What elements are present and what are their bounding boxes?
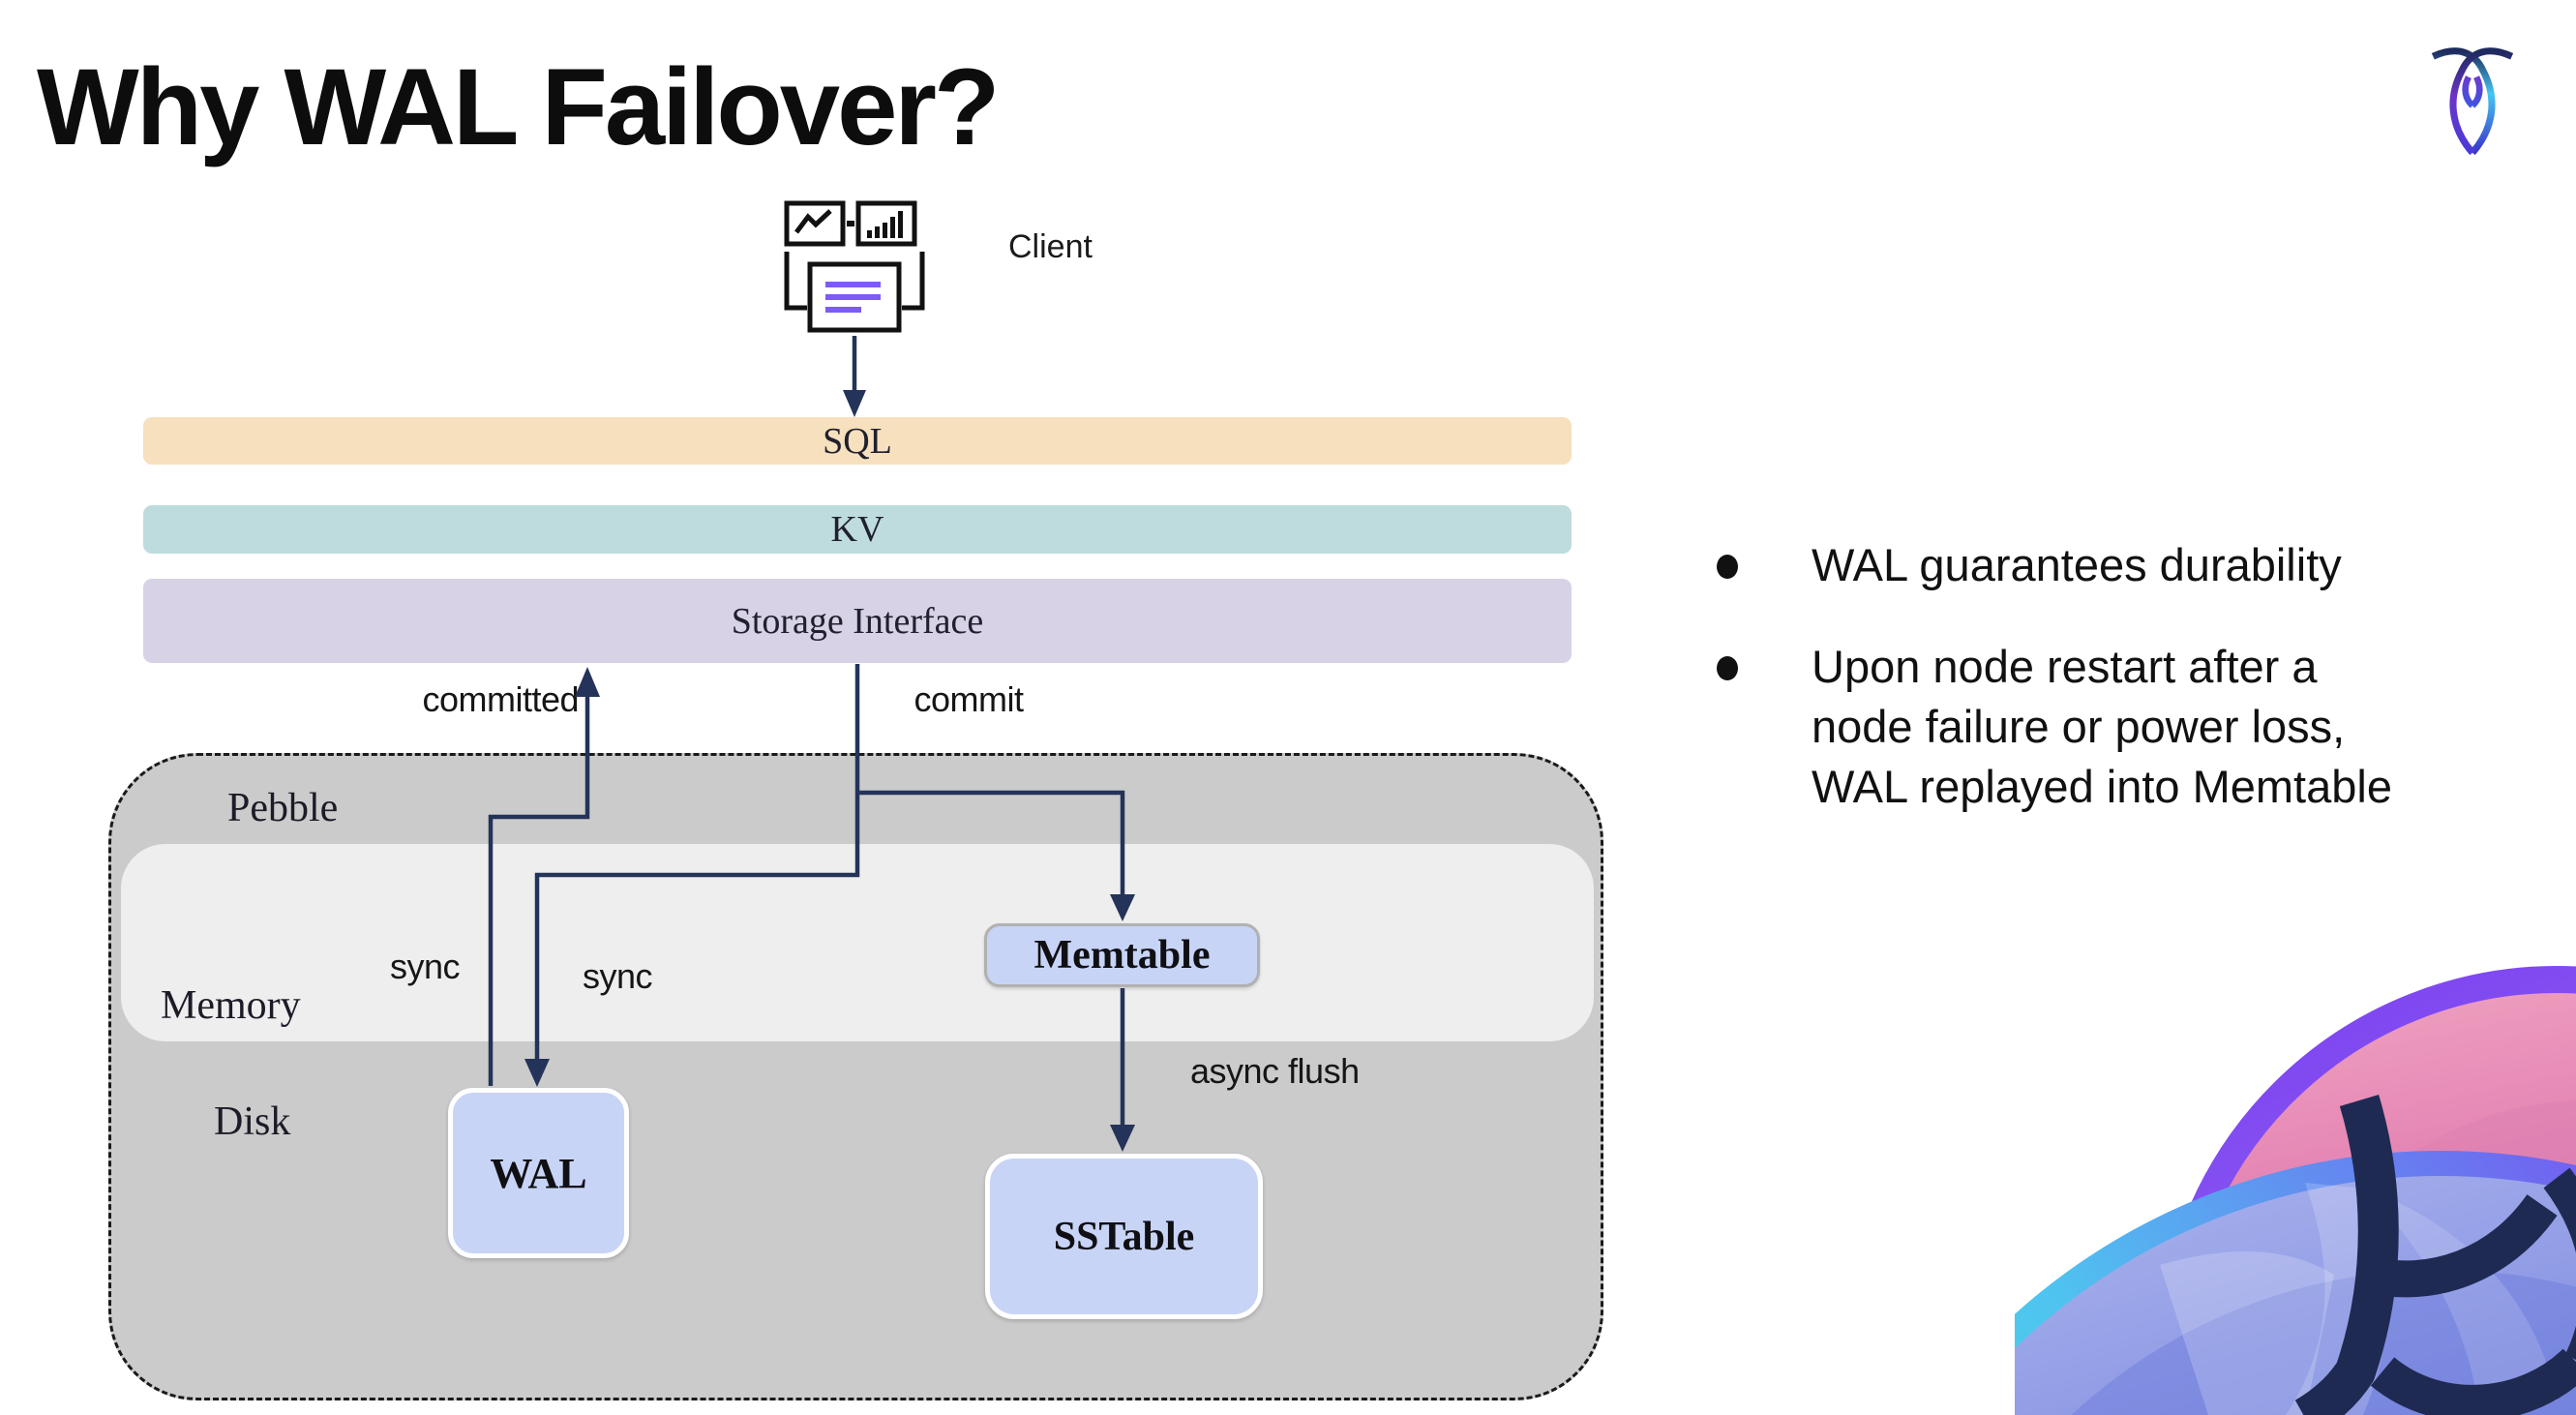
bracket-right-icon: [902, 252, 925, 311]
bullet-text: WAL guarantees durability: [1812, 539, 2342, 590]
bracket-left-icon: [784, 252, 807, 311]
logo-antenna-right-body-left: [2449, 47, 2514, 156]
client-app-icon: [784, 200, 925, 333]
bullet-dot: [1717, 555, 1738, 579]
line-chart-zigzag: [794, 209, 832, 234]
dash-connector: [847, 221, 854, 226]
pebble-container: Pebble Memory Disk: [108, 753, 1603, 1400]
bullet-item: WAL guarantees durability: [1699, 535, 2502, 595]
logo-antenna-left-body-right: [2431, 47, 2496, 156]
layer-label-storage-interface: Storage Interface: [731, 600, 984, 642]
document-text-lines: [825, 282, 881, 313]
sstable-label: SSTable: [1053, 1214, 1195, 1259]
edge-label-commit: commit: [914, 679, 1025, 719]
memory-label: Memory: [161, 983, 301, 1028]
edge-label-async-flush: async flush: [1190, 1051, 1360, 1091]
bullet-dot: [1717, 656, 1738, 680]
logo-inner-branch-left: [2462, 75, 2475, 108]
brand-corner-art: [2015, 955, 2576, 1415]
client-label: Client: [1008, 228, 1093, 265]
wal-node: WAL: [448, 1088, 629, 1258]
memory-band: [121, 844, 1594, 1041]
pebble-label: Pebble: [227, 786, 339, 830]
bar-chart-bars: [867, 211, 903, 238]
bullet-item: Upon node restart after a node failure o…: [1699, 637, 2502, 817]
edge-label-committed: committed: [422, 679, 579, 719]
disk-label: Disk: [214, 1099, 291, 1144]
page-title: Why WAL Failover?: [37, 46, 1000, 167]
layer-bar-sql: SQL: [143, 417, 1572, 465]
arrowhead-sql: [843, 390, 866, 417]
bullet-list: WAL guarantees durability Upon node rest…: [1699, 535, 2502, 817]
sstable-node: SSTable: [985, 1154, 1263, 1319]
art-blue-inner: [2071, 1270, 2576, 1415]
layer-label-kv: KV: [830, 509, 884, 550]
layer-bar-storage-interface: Storage Interface: [143, 579, 1572, 663]
layer-bar-kv: KV: [143, 505, 1572, 554]
logo-inner-branch-right: [2470, 75, 2483, 108]
brand-art-svg: [2015, 966, 2576, 1415]
memtable-label: Memtable: [1033, 933, 1211, 978]
art-roach-glyph: [2294, 1094, 2576, 1415]
cockroachdb-logo: [2431, 47, 2514, 156]
wal-label: WAL: [490, 1149, 587, 1197]
layer-label-sql: SQL: [823, 420, 892, 462]
memtable-node: Memtable: [984, 923, 1260, 987]
bullet-text: Upon node restart after a node failure o…: [1812, 641, 2392, 812]
edge-label-sync-wal-up: sync: [389, 947, 461, 986]
art-blue-circle: [2015, 1151, 2576, 1415]
edge-label-sync-wal-down: sync: [583, 956, 653, 996]
